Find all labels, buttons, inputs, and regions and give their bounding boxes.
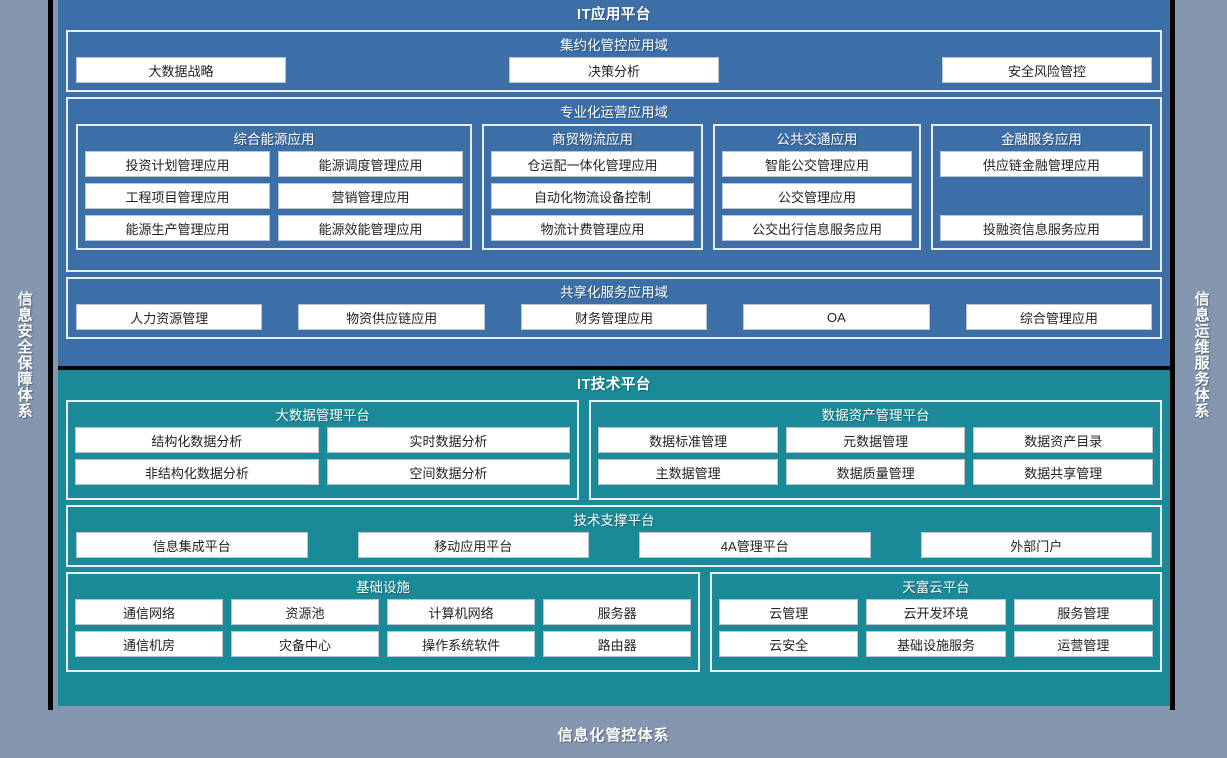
app-item-bigdata-strategy[interactable]: 大数据战略 xyxy=(76,57,286,83)
infra-item-communication-room[interactable]: 通信机房 xyxy=(75,631,224,657)
tech-item-external-portal[interactable]: 外部门户 xyxy=(920,532,1152,558)
group-tech-support-platform: 技术支撑平台 信息集成平台 移动应用平台 4A管理平台 外部门户 xyxy=(66,505,1162,567)
app-item-security-risk-control[interactable]: 安全风险管控 xyxy=(942,57,1153,83)
app-item-smart-bus-mgmt[interactable]: 智能公交管理应用 xyxy=(722,151,912,177)
group-public-transport-title: 公共交通应用 xyxy=(776,132,858,147)
group-integrated-energy: 综合能源应用 投资计划管理应用 能源调度管理应用 工程项目管理应用 营销管理应用 xyxy=(76,124,472,250)
cloud-item-service-mgmt[interactable]: 服务管理 xyxy=(1013,599,1153,625)
group-data-asset-mgmt-platform: 数据资产管理平台 数据标准管理 元数据管理 数据资产目录 主数据管理 数据质量管… xyxy=(589,400,1162,500)
group-tianfu-cloud-platform-title: 天富云平台 xyxy=(902,580,970,595)
app-item-investment-plan-mgmt[interactable]: 投资计划管理应用 xyxy=(85,151,270,177)
group-data-asset-mgmt-platform-title: 数据资产管理平台 xyxy=(821,408,930,423)
app-item-oa[interactable]: OA xyxy=(743,304,930,330)
infra-item-resource-pool[interactable]: 资源池 xyxy=(231,599,380,625)
group-tianfu-cloud-platform: 天富云平台 云管理 云开发环境 服务管理 云安全 基础设施服务 运营管理 xyxy=(710,572,1162,672)
app-item-general-mgmt[interactable]: 综合管理应用 xyxy=(965,304,1153,330)
group-infrastructure: 基础设施 通信网络 资源池 计算机网络 服务器 通信机房 灾备中心 xyxy=(66,572,701,672)
cloud-item-operations-mgmt[interactable]: 运营管理 xyxy=(1013,631,1153,657)
app-item-bus-travel-info-service[interactable]: 公交出行信息服务应用 xyxy=(722,215,912,241)
domain-intensive-control: 集约化管控应用域 大数据战略 决策分析 安全风险管控 xyxy=(66,30,1162,92)
tech-item-data-asset-catalog[interactable]: 数据资产目录 xyxy=(973,427,1154,453)
tech-item-metadata-mgmt[interactable]: 元数据管理 xyxy=(785,427,966,453)
infra-item-computer-network[interactable]: 计算机网络 xyxy=(387,599,536,625)
group-tech-support-platform-title: 技术支撑平台 xyxy=(573,513,655,528)
app-item-supply-chain-finance-mgmt[interactable]: 供应链金融管理应用 xyxy=(939,151,1143,177)
infra-item-disaster-recovery-center[interactable]: 灾备中心 xyxy=(231,631,380,657)
group-bigdata-mgmt-platform-title: 大数据管理平台 xyxy=(275,408,370,423)
it-technology-platform: IT技术平台 大数据管理平台 结构化数据分析 实时数据分析 非结构化数据分析 xyxy=(58,370,1170,706)
group-trade-logistics: 商贸物流应用 仓运配一体化管理应用 自动化物流设备控制 物流计费管理应用 xyxy=(481,124,704,250)
app-item-investment-financing-info-service[interactable]: 投融资信息服务应用 xyxy=(939,215,1143,241)
tech-item-data-standard-mgmt[interactable]: 数据标准管理 xyxy=(598,427,778,453)
infra-item-server[interactable]: 服务器 xyxy=(543,599,692,625)
tech-item-4a-mgmt-platform[interactable]: 4A管理平台 xyxy=(639,532,871,558)
app-item-energy-efficiency-mgmt[interactable]: 能源效能管理应用 xyxy=(277,215,463,241)
app-item-energy-production-mgmt[interactable]: 能源生产管理应用 xyxy=(85,215,270,241)
it-application-platform-title: IT应用平台 xyxy=(577,7,651,23)
app-item-engineering-project-mgmt[interactable]: 工程项目管理应用 xyxy=(85,183,270,209)
tech-item-data-quality-mgmt[interactable]: 数据质量管理 xyxy=(785,459,966,485)
cloud-item-cloud-security[interactable]: 云安全 xyxy=(719,631,859,657)
tech-item-info-integration-platform[interactable]: 信息集成平台 xyxy=(76,532,308,558)
tech-data-layer: 大数据管理平台 结构化数据分析 实时数据分析 非结构化数据分析 空间数据分析 xyxy=(66,400,1162,500)
domain-intensive-control-title: 集约化管控应用域 xyxy=(560,38,668,53)
tech-item-unstructured-data-analysis[interactable]: 非结构化数据分析 xyxy=(75,459,319,485)
group-financial-services-title: 金融服务应用 xyxy=(1000,132,1082,147)
center-column: IT应用平台 集约化管控应用域 大数据战略 决策分析 安全风险管控 xyxy=(58,0,1170,710)
infra-item-communication-network[interactable]: 通信网络 xyxy=(75,599,224,625)
tech-item-master-data-mgmt[interactable]: 主数据管理 xyxy=(598,459,778,485)
domain-professional-operations: 专业化运营应用域 综合能源应用 投资计划管理应用 能源调度管理应用 工程项目管理… xyxy=(66,97,1162,272)
app-item-logistics-billing-mgmt[interactable]: 物流计费管理应用 xyxy=(490,215,695,241)
app-item-integrated-warehouse-transport[interactable]: 仓运配一体化管理应用 xyxy=(490,151,695,177)
domain-shared-services-title: 共享化服务应用域 xyxy=(560,285,668,300)
tech-item-structured-data-analysis[interactable]: 结构化数据分析 xyxy=(75,427,319,453)
group-bigdata-mgmt-platform: 大数据管理平台 结构化数据分析 实时数据分析 非结构化数据分析 空间数据分析 xyxy=(66,400,580,500)
right-sidebar-ops-service-system: 信息运维服务体系 xyxy=(1170,0,1227,710)
app-item-bus-mgmt[interactable]: 公交管理应用 xyxy=(722,183,912,209)
group-infrastructure-title: 基础设施 xyxy=(356,580,411,595)
domain-shared-services: 共享化服务应用域 人力资源管理 物资供应链应用 财务管理应用 OA 综合管理应用 xyxy=(66,277,1162,339)
cloud-item-cloud-dev-env[interactable]: 云开发环境 xyxy=(866,599,1006,625)
infra-item-os-software[interactable]: 操作系统软件 xyxy=(387,631,536,657)
app-item-material-supply-chain[interactable]: 物资供应链应用 xyxy=(298,304,485,330)
footer-informatization-control-system: 信息化管控体系 xyxy=(0,710,1227,758)
it-application-platform: IT应用平台 集约化管控应用域 大数据战略 决策分析 安全风险管控 xyxy=(58,0,1170,370)
tech-item-spatial-data-analysis[interactable]: 空间数据分析 xyxy=(326,459,571,485)
domain-professional-operations-title: 专业化运营应用域 xyxy=(560,105,668,120)
it-technology-platform-title: IT技术平台 xyxy=(577,377,651,393)
app-item-finance-mgmt[interactable]: 财务管理应用 xyxy=(520,304,708,330)
group-integrated-energy-title: 综合能源应用 xyxy=(233,132,315,147)
app-item-hr-mgmt[interactable]: 人力资源管理 xyxy=(76,304,263,330)
infra-item-router[interactable]: 路由器 xyxy=(543,631,692,657)
cloud-item-cloud-mgmt[interactable]: 云管理 xyxy=(719,599,859,625)
tech-infra-layer: 基础设施 通信网络 资源池 计算机网络 服务器 通信机房 灾备中心 xyxy=(66,572,1162,672)
tech-item-mobile-app-platform[interactable]: 移动应用平台 xyxy=(357,532,589,558)
app-item-decision-analysis[interactable]: 决策分析 xyxy=(509,57,719,83)
right-sidebar-label: 信息运维服务体系 xyxy=(1192,291,1210,419)
group-public-transport: 公共交通应用 智能公交管理应用 公交管理应用 公交出行信息服务应用 xyxy=(713,124,921,250)
group-trade-logistics-title: 商贸物流应用 xyxy=(552,132,633,147)
left-sidebar-security-system: 信息安全保障体系 xyxy=(0,0,53,710)
group-financial-services: 金融服务应用 供应链金融管理应用 投融资信息服务应用 xyxy=(930,124,1152,250)
app-item-marketing-mgmt[interactable]: 营销管理应用 xyxy=(277,183,463,209)
tech-item-data-sharing-mgmt[interactable]: 数据共享管理 xyxy=(973,459,1154,485)
app-item-automated-logistics-equipment[interactable]: 自动化物流设备控制 xyxy=(490,183,695,209)
app-item-placeholder xyxy=(940,183,1143,209)
tech-item-realtime-data-analysis[interactable]: 实时数据分析 xyxy=(326,427,571,453)
left-sidebar-label: 信息安全保障体系 xyxy=(15,291,33,419)
footer-label: 信息化管控体系 xyxy=(557,726,670,744)
cloud-item-infrastructure-service[interactable]: 基础设施服务 xyxy=(866,631,1006,657)
app-item-energy-dispatch-mgmt[interactable]: 能源调度管理应用 xyxy=(277,151,463,177)
